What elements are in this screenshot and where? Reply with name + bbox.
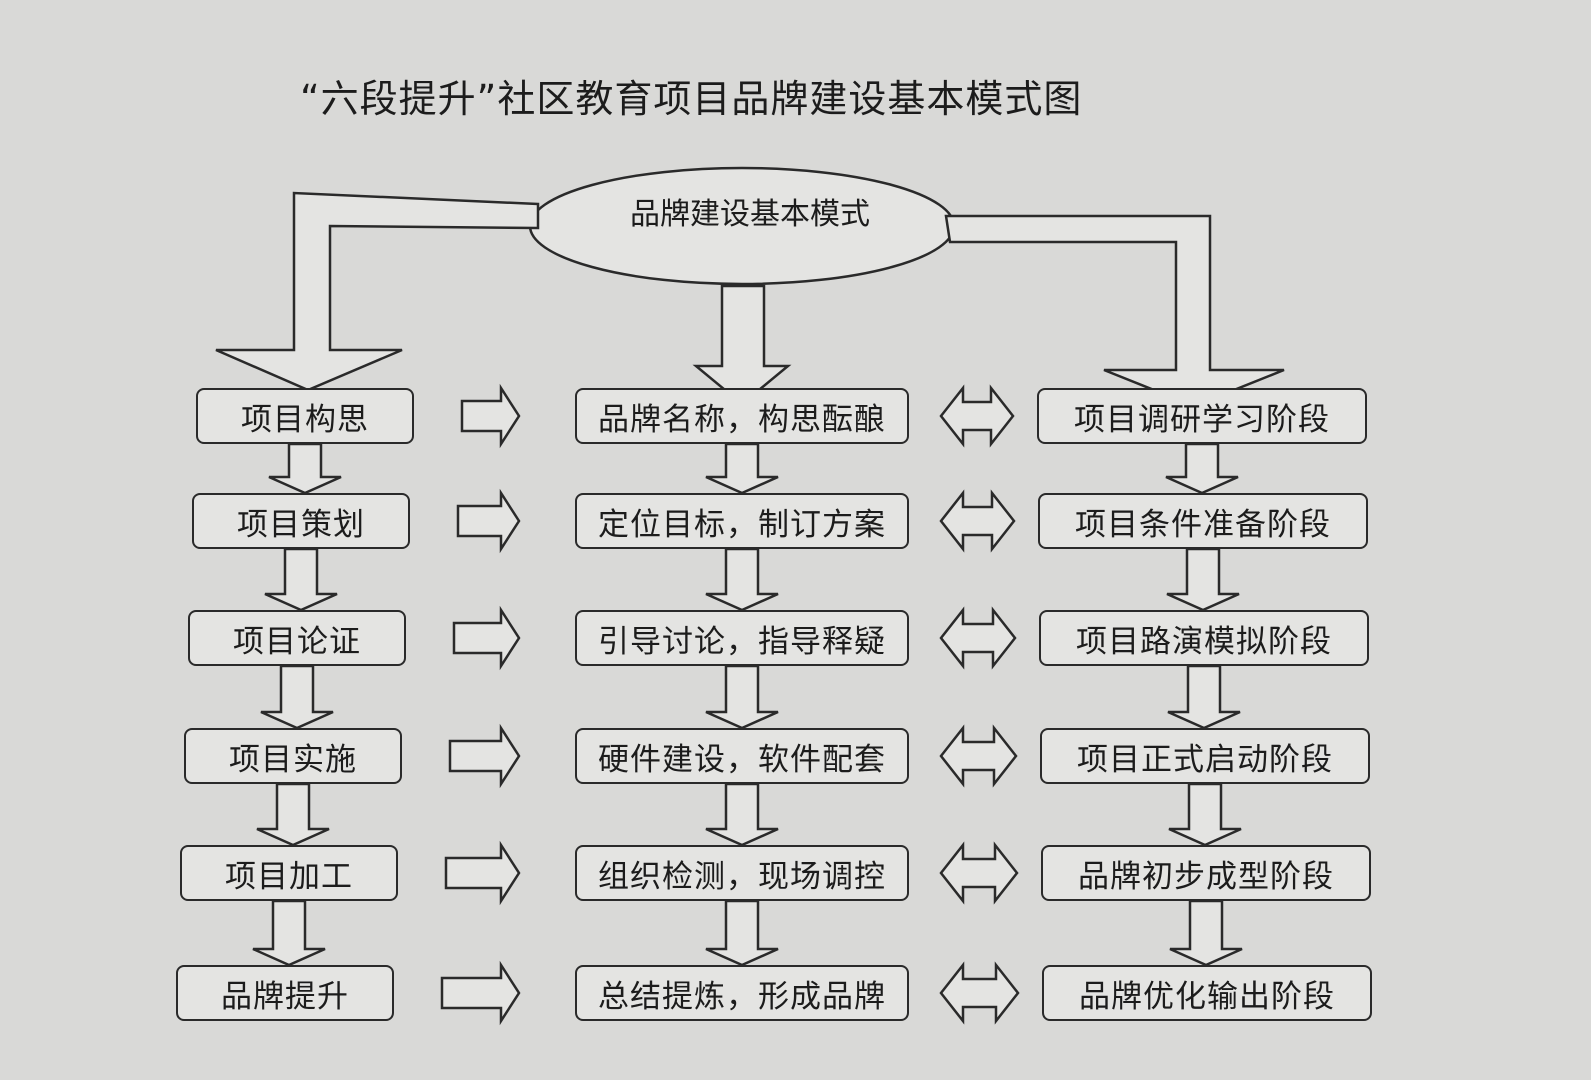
right-stage-box: 项目调研学习阶段 xyxy=(1037,388,1367,444)
middle-step-box: 品牌名称，构思酝酿 xyxy=(575,388,909,444)
diagram-title: “六段提升”社区教育项目品牌建设基本模式图 xyxy=(300,77,1083,121)
down-arrow xyxy=(268,442,342,495)
down-arrow xyxy=(705,442,779,495)
right-stage-box: 项目路演模拟阶段 xyxy=(1039,610,1369,666)
double-arrow xyxy=(939,489,1016,553)
double-arrow xyxy=(939,384,1015,448)
down-arrow xyxy=(260,664,334,730)
middle-step-box: 定位目标，制订方案 xyxy=(575,493,909,549)
middle-step-box: 组织检测，现场调控 xyxy=(575,845,909,901)
right-stage-box: 项目正式启动阶段 xyxy=(1040,728,1370,784)
left-step-box: 项目实施 xyxy=(184,728,402,784)
down-arrow xyxy=(1168,782,1242,847)
arrow-center-to-right xyxy=(944,214,1285,408)
right-arrow xyxy=(460,383,521,449)
down-arrow xyxy=(256,782,330,847)
double-arrow xyxy=(939,606,1017,670)
right-arrow xyxy=(444,840,521,906)
middle-step-box: 引导讨论，指导释疑 xyxy=(575,610,909,666)
arrow-center-down xyxy=(692,284,792,406)
right-arrow xyxy=(456,488,521,554)
double-arrow xyxy=(939,724,1018,788)
middle-step-box: 硬件建设，软件配套 xyxy=(575,728,909,784)
down-arrow xyxy=(252,899,326,967)
down-arrow xyxy=(1169,899,1243,967)
left-step-box: 项目论证 xyxy=(188,610,406,666)
down-arrow xyxy=(1167,664,1241,730)
arrow-center-to-left xyxy=(215,191,540,392)
left-step-box: 品牌提升 xyxy=(176,965,394,1021)
double-arrow xyxy=(939,841,1019,905)
right-stage-box: 项目条件准备阶段 xyxy=(1038,493,1368,549)
down-arrow xyxy=(705,899,779,967)
down-arrow xyxy=(705,547,779,612)
center-ellipse-label: 品牌建设基本模式 xyxy=(630,197,870,232)
right-stage-box: 品牌优化输出阶段 xyxy=(1042,965,1372,1021)
down-arrow xyxy=(705,664,779,730)
left-step-box: 项目加工 xyxy=(180,845,398,901)
left-step-box: 项目策划 xyxy=(192,493,410,549)
middle-step-box: 总结提炼，形成品牌 xyxy=(575,965,909,1021)
down-arrow xyxy=(1166,547,1240,612)
double-arrow xyxy=(939,961,1020,1025)
down-arrow xyxy=(264,547,338,612)
down-arrow xyxy=(1165,442,1239,495)
right-arrow xyxy=(448,723,521,789)
right-stage-box: 品牌初步成型阶段 xyxy=(1041,845,1371,901)
left-step-box: 项目构思 xyxy=(196,388,414,444)
down-arrow xyxy=(705,782,779,847)
right-arrow xyxy=(452,605,521,671)
right-arrow xyxy=(440,960,521,1026)
